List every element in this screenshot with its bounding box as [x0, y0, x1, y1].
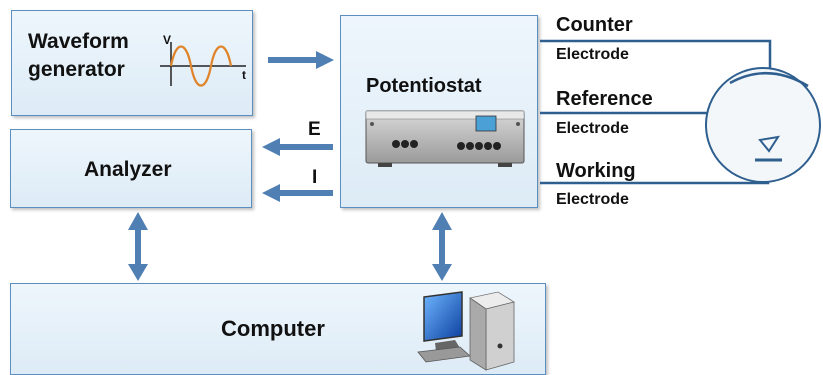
waveform-axis-t-label: t — [242, 68, 246, 82]
computer-title: Computer — [221, 316, 325, 341]
reference-electrode-name: Reference — [556, 88, 653, 110]
analyzer-computer-arrow — [128, 212, 148, 281]
counter-electrode-kind: Electrode — [556, 46, 629, 63]
analyzer-box — [10, 129, 252, 208]
e-signal-label: E — [308, 119, 321, 140]
working-electrode-name: Working — [556, 160, 636, 182]
i-signal-label: I — [312, 167, 318, 188]
i-signal-arrow — [262, 184, 333, 202]
waveform-generator-label-line2: generator — [28, 58, 125, 81]
potentiostat-device-icon — [365, 110, 525, 167]
computer-icon — [417, 291, 516, 371]
reference-electrode-kind: Electrode — [556, 120, 629, 137]
waveform-icon — [160, 42, 246, 87]
e-signal-arrow — [262, 138, 333, 156]
electrochemical-cell-icon — [705, 67, 821, 183]
potentiostat-title: Potentiostat — [366, 75, 482, 97]
analyzer-title: Analyzer — [84, 158, 172, 181]
potentiostat-computer-arrow — [432, 212, 452, 281]
waveform-axis-v-label: V — [163, 33, 172, 47]
waveform-to-potentiostat-arrow — [268, 51, 334, 69]
working-electrode-kind: Electrode — [556, 191, 629, 208]
counter-electrode-name: Counter — [556, 14, 633, 36]
waveform-generator-label-line1: Waveform — [28, 30, 129, 53]
